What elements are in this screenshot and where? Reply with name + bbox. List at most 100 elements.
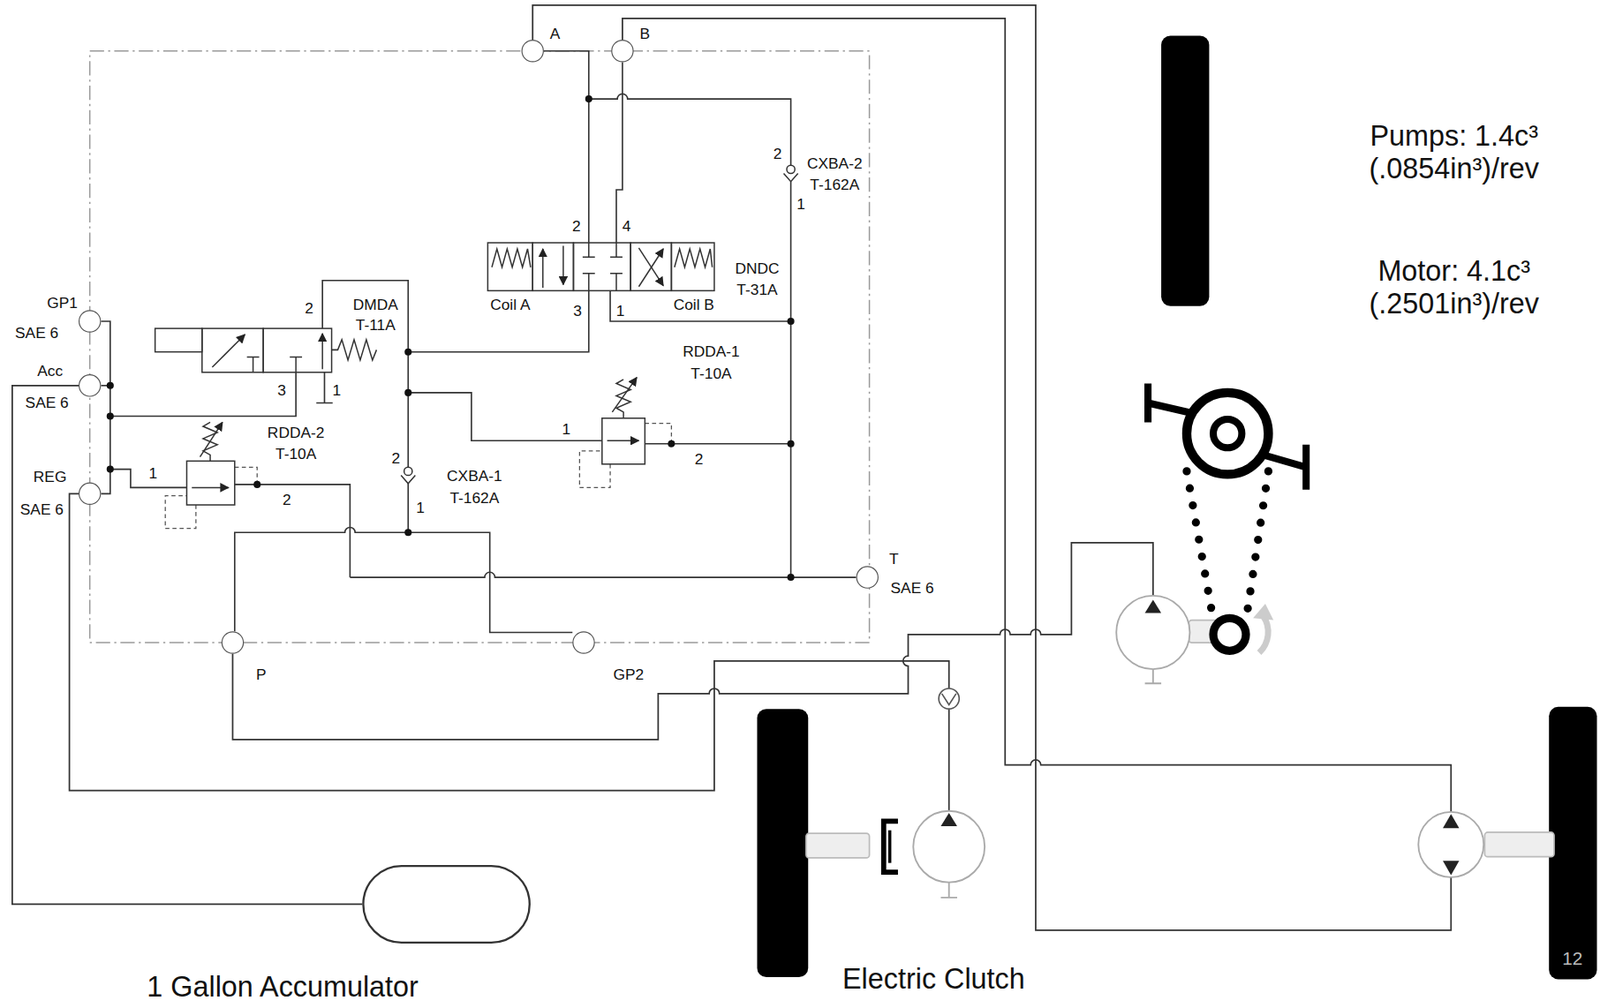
check-valve-symbol (400, 165, 799, 484)
wheel (756, 35, 1597, 980)
port-name: SAE 6 (15, 324, 59, 342)
manifold-outline (90, 51, 870, 643)
pin-number: 1 (149, 464, 159, 483)
port-circle: B (611, 39, 634, 62)
junction-dot (106, 466, 114, 474)
port-name: GP2 (613, 665, 645, 684)
clutch-pump (806, 811, 985, 899)
chain-drive-pump (1116, 384, 1306, 685)
manifold-wire (588, 93, 792, 166)
directional-valve-symbol (532, 242, 574, 291)
chain-drive-pump (1145, 669, 1162, 684)
port-circle: TSAE 6 (856, 566, 879, 589)
relief-valve-symbol (191, 487, 229, 490)
valve-name: DNDC (734, 259, 779, 278)
junction-dot (106, 382, 114, 390)
directional-valve-symbol (491, 249, 531, 268)
wheel (756, 709, 808, 978)
pin-number: 2 (304, 299, 314, 317)
valve-name: DMDA (353, 294, 399, 313)
chain-drive-pump (1147, 384, 1306, 491)
port-circle: P (221, 631, 244, 654)
port-circle: GP2 (572, 631, 595, 654)
junction-dot (253, 481, 261, 489)
relief-valve-symbol (607, 439, 640, 442)
solenoid-valve-symbol (263, 328, 332, 373)
junction-dot (106, 95, 795, 582)
chain-drive-pump (1213, 419, 1242, 448)
part-number: T-11A (355, 316, 396, 334)
port-name: A (550, 24, 561, 43)
pin-number: 1 (616, 301, 626, 319)
directional-valve-symbol (630, 242, 672, 291)
chain-drive-pump (1259, 616, 1268, 654)
manifold-wire (316, 372, 333, 404)
manifold-wire (644, 443, 791, 446)
directional-valve-symbol (671, 242, 715, 291)
spec-note: Pumps: 1.4c³ (.0854in³)/rev (1311, 120, 1598, 186)
part-label: Electric Clutch (842, 963, 1026, 997)
spec-note: Motor: 4.1c³ (.2501in³)/rev (1311, 255, 1598, 321)
directional-valve-symbol (674, 249, 713, 268)
port-circle: A (521, 39, 544, 62)
directional-valve-symbol (487, 242, 715, 291)
valve-name: RDDA-1 (682, 342, 740, 361)
chain-drive-pump (1186, 471, 1268, 615)
external-hose (948, 709, 951, 812)
chain-drive-pump (1116, 596, 1190, 670)
solenoid-valve-symbol (321, 333, 324, 370)
manifold-wire (407, 483, 409, 533)
port-name: REG (33, 467, 68, 486)
drive-motor (1442, 814, 1459, 829)
port-circle: GP1SAE 6 (78, 309, 101, 333)
clutch-pump (940, 883, 957, 899)
directional-valve-symbol (542, 249, 544, 288)
drive-motor (1418, 812, 1484, 878)
drive-motor (1442, 860, 1459, 876)
solenoid-valve-symbol (289, 356, 302, 372)
manifold-wire (234, 527, 408, 632)
solenoid-valve-symbol (332, 339, 378, 361)
manifold-wire (100, 51, 856, 634)
junction-dot (404, 528, 412, 536)
part-number: T-31A (736, 280, 778, 299)
manifold-wire (543, 51, 589, 243)
clutch-pump (888, 830, 891, 864)
inline-check-valve (942, 694, 957, 706)
junction-dot (585, 95, 593, 103)
check-valve-symbol (404, 467, 413, 476)
pin-number: 3 (277, 380, 287, 399)
junction-dot (787, 573, 795, 582)
directional-valve-symbol (487, 242, 533, 291)
junction-dot (404, 389, 412, 397)
pin-number: 1 (415, 498, 425, 516)
manifold-wire (322, 280, 408, 468)
chain-drive-pump (1145, 600, 1162, 614)
wheel (1548, 707, 1597, 981)
port-name: GP1 (46, 294, 78, 312)
manifold-wire (349, 572, 856, 578)
check-valve-symbol (784, 173, 799, 182)
pin-number: 4 (622, 216, 632, 234)
junction-dot (787, 440, 795, 448)
pin-number: 1 (796, 195, 806, 213)
manifold-wire (407, 532, 573, 633)
relief-valve-symbol (611, 377, 637, 413)
pin-number: 2 (572, 216, 582, 234)
manifold-wire (110, 372, 296, 417)
directional-valve-symbol (638, 248, 664, 287)
relief-valve-symbol (200, 422, 223, 457)
inline-check-valve (938, 688, 959, 710)
relief-valve-symbol (602, 418, 646, 465)
solenoid-valve-symbol (155, 328, 378, 373)
manifold-wire (407, 392, 603, 441)
directional-valve-symbol (582, 273, 623, 292)
manifold-wire (407, 290, 589, 352)
manifold-wire (616, 61, 623, 243)
pin-number: 3 (573, 301, 582, 319)
drive-motor (1418, 812, 1555, 878)
coil-label: Coil B (673, 294, 715, 313)
clutch-pump (940, 813, 957, 827)
pin-number: 2 (694, 450, 704, 468)
